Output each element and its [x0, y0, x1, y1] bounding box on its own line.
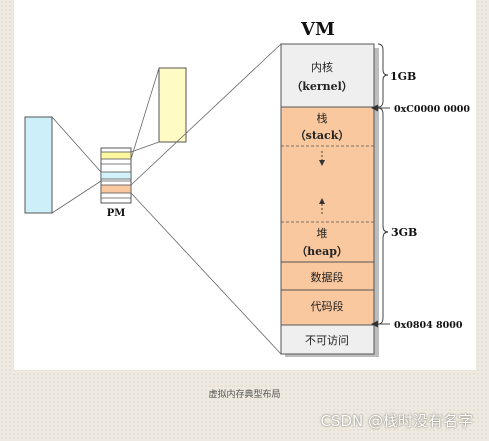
user-brace [377, 107, 389, 325]
pm-orange-slot [100, 184, 132, 194]
inaccessible-segment [280, 324, 375, 355]
figure-canvas [14, 0, 476, 370]
pm-stack [100, 147, 132, 204]
stack-name: 栈 [317, 111, 328, 125]
stack-en: （stack） [295, 129, 350, 142]
pm-cyan-slot [100, 171, 132, 180]
code-start-arrow [371, 320, 390, 328]
data-segment-label: 数据段 [311, 270, 344, 284]
figure-caption: 虚拟内存典型布局 [208, 390, 281, 400]
mapping-lines [51, 43, 282, 355]
user-space-segment [280, 106, 375, 326]
heap-en: （heap） [296, 245, 348, 258]
kernel-en: （kernel） [291, 80, 353, 93]
vm-column [280, 43, 379, 357]
kernel-size-label: 1GB [390, 70, 416, 83]
pm-label: PM [107, 208, 126, 219]
heap-growth-arrow [319, 198, 325, 215]
stack-growth-arrow [319, 151, 325, 166]
kernel-brace [377, 43, 389, 108]
cyan-memory-block [24, 116, 53, 214]
watermark: CSDN @栈时没有名字 [320, 412, 473, 430]
kernel-start-arrow [371, 104, 390, 112]
heap-name: 堆 [317, 227, 328, 240]
code-segment-label: 代码段 [311, 299, 344, 313]
user-size-label: 3GB [391, 226, 417, 239]
pm-yellow-slot [100, 151, 132, 160]
code-start-address: 0x0804 8000 [394, 320, 463, 331]
kernel-start-address: 0xC0000 0000 [394, 104, 470, 115]
vm-title: VM [300, 19, 335, 40]
kernel-name: 内核 [311, 60, 333, 74]
inaccessible-label: 不可访问 [305, 334, 349, 347]
kernel-segment [280, 43, 375, 108]
yellow-memory-block [158, 67, 187, 143]
